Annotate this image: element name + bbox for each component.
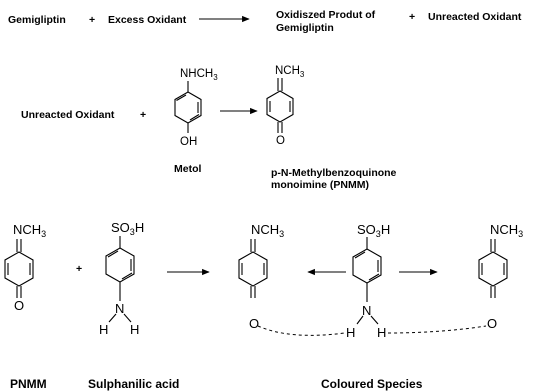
- atom-so3h: SO3H: [111, 220, 144, 237]
- plus-sign: +: [409, 11, 415, 23]
- atom-o: O: [487, 316, 497, 331]
- atom-h: H: [130, 322, 139, 337]
- pnmm-structure: NCH3 O: [4, 222, 46, 313]
- atom-h: H: [377, 325, 386, 340]
- oxidized-product-label-line2: Gemigliptin: [276, 22, 334, 34]
- coloured-species-label: Coloured Species: [321, 377, 423, 391]
- atom-nhch3: NHCH3: [180, 68, 218, 82]
- reaction-1: Gemigliptin + Excess Oxidant Oxidiszed P…: [8, 9, 522, 34]
- metol-label: Metol: [174, 163, 201, 175]
- hydrogen-bond-right: [387, 325, 487, 334]
- atom-o: O: [14, 298, 24, 313]
- atom-h: H: [346, 325, 355, 340]
- metol-structure: NHCH3 OH: [174, 68, 218, 148]
- sulphanilic-acid-label: Sulphanilic acid: [88, 377, 179, 391]
- pnmm-name-label-line2: monoimine (PNMM): [271, 179, 369, 191]
- atom-n: N: [115, 301, 124, 316]
- atom-o: O: [276, 135, 285, 147]
- atom-nch3: NCH3: [251, 222, 284, 239]
- pnmm-structure: NCH3 O: [266, 65, 305, 147]
- hydrogen-bond-left: [257, 325, 346, 336]
- atom-h: H: [99, 322, 108, 337]
- sulphanilic-acid-unit-center: SO3H N H H: [346, 222, 390, 340]
- pnmm-unit-left: NCH3 O: [238, 222, 284, 331]
- plus-sign: +: [140, 109, 146, 121]
- sulphanilic-acid-structure: SO3H N H H: [99, 220, 144, 337]
- atom-nch3: NCH3: [275, 65, 305, 79]
- pnmm-label: PNMM: [10, 377, 47, 391]
- atom-n: N: [362, 303, 371, 318]
- reaction-2: Unreacted Oxidant + NHCH3 OH Metol NCH3 …: [21, 65, 397, 191]
- plus-sign: +: [89, 14, 95, 26]
- gemigliptin-label: Gemigliptin: [8, 14, 66, 26]
- unreacted-oxidant-label: Unreacted Oxidant: [428, 11, 522, 23]
- excess-oxidant-label: Excess Oxidant: [108, 14, 187, 26]
- oxidized-product-label: Oxidiszed Produt of: [276, 9, 376, 21]
- pnmm-unit-right: NCH3 O: [478, 222, 523, 331]
- atom-oh: OH: [180, 136, 197, 148]
- pnmm-name-label: p-N-Methylbenzoquinone: [271, 167, 397, 179]
- atom-o: O: [249, 316, 259, 331]
- unreacted-oxidant-label: Unreacted Oxidant: [21, 109, 115, 121]
- atom-so3h: SO3H: [357, 222, 390, 239]
- atom-nch3: NCH3: [13, 222, 46, 239]
- reaction-3: NCH3 O PNMM + SO3H N H H Sulpha: [4, 220, 523, 391]
- plus-sign: +: [76, 263, 82, 275]
- atom-nch3: NCH3: [490, 222, 523, 239]
